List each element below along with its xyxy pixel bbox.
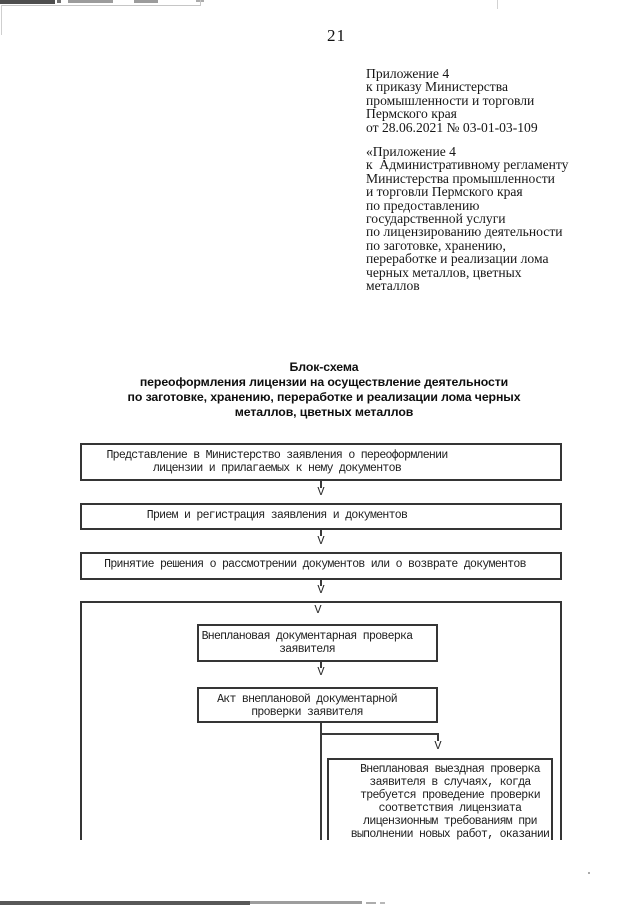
appendix-order-block: Приложение 4 к приказу Министерства пром… bbox=[366, 66, 538, 135]
scan-artifact bbox=[57, 0, 61, 3]
header-line: Пермского края bbox=[366, 106, 457, 122]
flow-box-line: Внеплановая документарная проверка bbox=[201, 630, 414, 643]
title-line: по заготовке, хранению, переработке и ре… bbox=[127, 390, 521, 404]
scan-artifact bbox=[68, 0, 113, 3]
connector-line bbox=[320, 733, 439, 735]
flow-box-line: Акт внеплановой документарной bbox=[217, 693, 398, 706]
header-line: к приказу Министерства bbox=[366, 79, 509, 95]
connector-line bbox=[320, 662, 322, 668]
page-number: 21 bbox=[327, 26, 346, 45]
header-line: государственной услуги bbox=[366, 211, 506, 227]
scan-artifact bbox=[0, 0, 55, 4]
flow-box-line: лицензии и прилагаемых к нему документов bbox=[152, 462, 402, 476]
flow-box-line: требуется проведение проверки bbox=[360, 789, 541, 802]
connector-line bbox=[437, 733, 439, 741]
scan-artifact bbox=[250, 901, 362, 904]
flow-box-line: заявителя в случаях, когда bbox=[369, 776, 531, 789]
header-line: по предоставлению bbox=[366, 197, 480, 213]
flow-box-line: соответствия лицензиата bbox=[378, 802, 522, 815]
header-line: и торговли Пермского края bbox=[366, 184, 523, 200]
header-line: Министерства промышленности bbox=[366, 170, 555, 186]
arrow-down-icon: V bbox=[434, 739, 442, 753]
header-line: «Приложение 4 bbox=[366, 144, 456, 159]
appendix-regulation-block: «Приложение 4 к Административному реглам… bbox=[366, 144, 569, 294]
scan-artifact bbox=[366, 902, 376, 904]
scan-artifact bbox=[497, 0, 498, 9]
header-line: по заготовке, хранению, bbox=[366, 237, 506, 253]
flow-box-line: Представление в Министерство заявления о… bbox=[106, 449, 448, 462]
flow-box-registration: Прием и регистрация заявления и документ… bbox=[80, 503, 562, 530]
arrow-down-icon: V bbox=[314, 603, 322, 617]
flow-box-line: проверки заявителя bbox=[251, 706, 363, 720]
scan-artifact bbox=[134, 0, 158, 3]
scan-artifact bbox=[0, 901, 250, 905]
flow-box-line: Прием и регистрация заявления и документ… bbox=[146, 509, 408, 522]
flow-box-line: Внеплановая выездная проверка bbox=[360, 763, 541, 776]
flow-box-line: лицензионным требованиям при bbox=[363, 815, 537, 828]
header-line: черных металлов, цветных bbox=[366, 264, 522, 280]
connector-line bbox=[320, 481, 322, 488]
flow-box-decision: Принятие решения о рассмотрении документ… bbox=[80, 552, 562, 580]
connector-line bbox=[320, 580, 322, 586]
scan-artifact bbox=[1, 5, 201, 6]
arrow-down-icon: V bbox=[317, 485, 325, 499]
flow-box-field-check: Внеплановая выездная проверка заявителя … bbox=[327, 758, 553, 841]
connector-line bbox=[320, 530, 322, 536]
header-line: к Административному регламенту bbox=[366, 157, 569, 173]
title-line: Блок-схема bbox=[289, 360, 359, 374]
flow-box-documentary-check: Внеплановая документарная проверка заяви… bbox=[197, 624, 438, 662]
flow-box-line: Принятие решения о рассмотрении документ… bbox=[104, 558, 526, 571]
scan-artifact bbox=[588, 872, 590, 874]
header-line: металлов bbox=[366, 278, 420, 294]
flow-box-check-act: Акт внеплановой документарной проверки з… bbox=[197, 687, 438, 723]
header-line: промышленности и торговли bbox=[366, 92, 535, 108]
flow-container-box bbox=[80, 601, 562, 840]
flowchart-title: Блок-схема переоформления лицензии на ос… bbox=[4, 360, 640, 420]
title-line: металлов, цветных металлов bbox=[234, 405, 414, 419]
scan-artifact bbox=[1, 5, 2, 35]
arrow-down-icon: V bbox=[317, 534, 325, 548]
header-line: от 28.06.2021 № 03-01-03-109 bbox=[366, 119, 538, 135]
title-line: переоформления лицензии на осуществление… bbox=[139, 375, 509, 389]
header-line: Приложение 4 bbox=[366, 66, 450, 81]
flow-box-submission: Представление в Министерство заявления о… bbox=[80, 443, 562, 481]
flow-box-line: заявителя bbox=[279, 643, 336, 657]
arrow-down-icon: V bbox=[317, 665, 325, 679]
header-line: по лицензированию деятельности bbox=[366, 224, 563, 240]
scan-artifact bbox=[380, 902, 385, 904]
scan-artifact bbox=[200, 0, 201, 6]
arrow-down-icon: V bbox=[317, 583, 325, 597]
flow-box-line: выполнении новых работ, оказании bbox=[350, 828, 550, 841]
header-line: переработке и реализации лома bbox=[366, 251, 549, 267]
connector-line bbox=[320, 723, 322, 840]
